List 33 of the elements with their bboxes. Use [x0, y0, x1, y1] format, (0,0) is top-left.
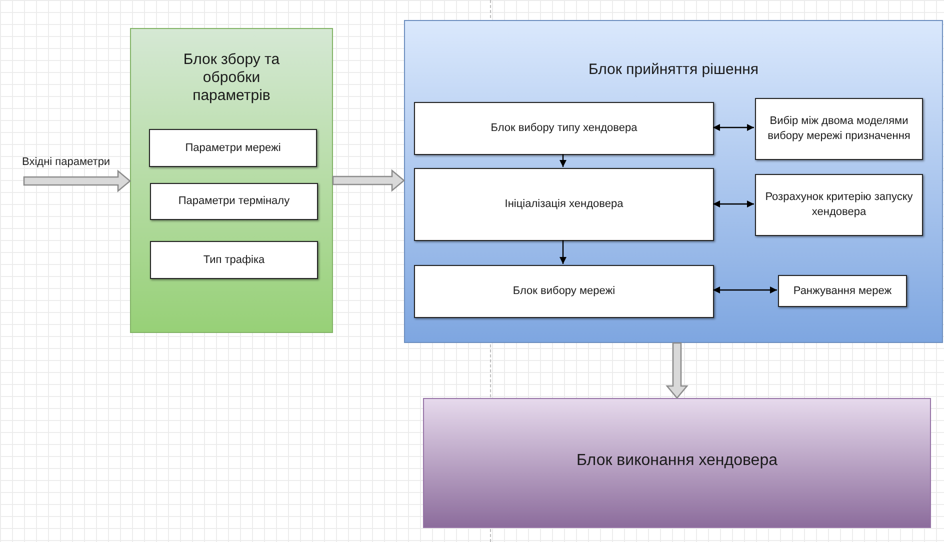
edge-label: Вхідні параметри	[22, 156, 110, 168]
box-label: Тип трафіка	[203, 252, 265, 268]
arrow	[713, 124, 754, 131]
box-label: Блок вибору типу хендовера	[490, 121, 638, 136]
process-box	[149, 129, 317, 167]
block-panel	[130, 28, 333, 333]
process-box	[755, 174, 923, 236]
box-label: Блок вибору мережі	[512, 284, 616, 299]
arrow	[560, 154, 566, 167]
arrow	[713, 286, 777, 294]
process-box	[414, 168, 714, 241]
block-panel	[404, 20, 943, 343]
arrow	[560, 240, 566, 264]
block-arrow	[666, 342, 688, 400]
box-label: Параметри мережі	[185, 140, 281, 156]
arrow	[713, 200, 754, 208]
process-box	[414, 265, 714, 318]
box-label: Ранжування мереж	[793, 284, 892, 298]
process-box	[414, 102, 714, 155]
block-title: Блок прийняття рішення	[588, 61, 759, 78]
block-title: Блок збору та обробки параметрів	[183, 51, 280, 104]
box-label: Вибір між двома моделями вибору мережі призначення	[766, 114, 912, 144]
block-arrow	[332, 169, 406, 192]
box-label: Розрахунок критерію запуску хендовера	[764, 190, 914, 220]
box-label: Ініціалізація хендовера	[504, 197, 624, 212]
block-arrow	[23, 170, 132, 192]
block-panel	[423, 398, 931, 528]
block-title: Блок виконання хендовера	[576, 452, 778, 469]
process-box	[150, 241, 318, 279]
process-box	[150, 183, 318, 220]
box-label: Параметри терміналу	[178, 194, 290, 209]
process-box	[778, 275, 907, 307]
process-box	[755, 98, 923, 160]
